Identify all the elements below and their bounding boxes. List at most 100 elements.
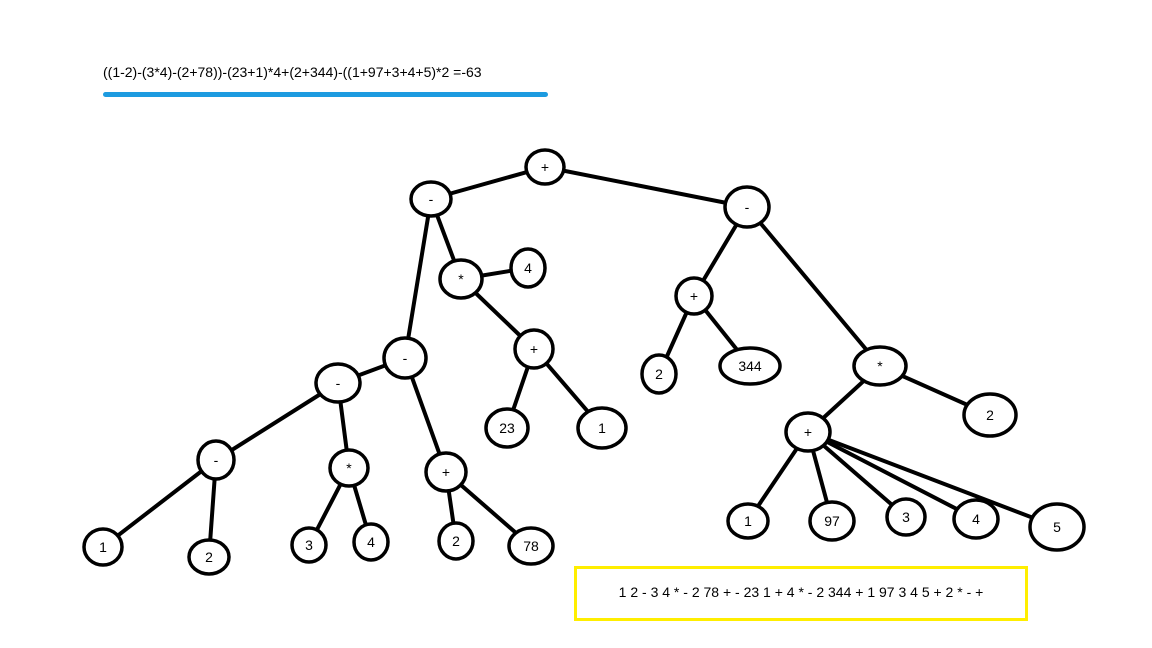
- tree-node-label: 4: [972, 511, 980, 527]
- tree-node-n1b: 1: [82, 527, 124, 567]
- tree-node-label: 4: [524, 260, 532, 276]
- tree-node-shape: [352, 522, 390, 562]
- tree-nodes: + - - * 4 +23 1 - - - 1 2 * 3 4 +2 78 +2 344 * 2 +1 97 3 4 5: [82, 148, 1086, 576]
- tree-edge-root-minus-r: [543, 165, 749, 209]
- tree-node-label: 1: [744, 513, 752, 529]
- tree-node-times-b: *: [328, 448, 370, 488]
- tree-node-shape: [1028, 502, 1086, 552]
- tree-node-label: 1: [99, 539, 107, 555]
- tree-node-label: -: [214, 452, 219, 468]
- tree-node-plus-b: +: [424, 451, 468, 493]
- tree-node-label: 1: [598, 420, 606, 436]
- tree-node-label: 78: [523, 538, 539, 554]
- tree-node-label: 2: [452, 533, 460, 549]
- tree-node-label: +: [442, 464, 450, 480]
- tree-node-label: *: [877, 358, 883, 374]
- tree-node-n3a: 3: [290, 526, 328, 564]
- tree-node-label: -: [429, 191, 434, 207]
- tree-node-label: +: [804, 424, 812, 440]
- tree-node-shape: [852, 345, 908, 387]
- tree-node-minus-r: -: [723, 185, 771, 229]
- tree-node-n2c: 2: [640, 353, 678, 395]
- tree-node-shape: [784, 411, 832, 453]
- tree-node-shape: [507, 526, 555, 566]
- tree-node-n23: 23: [484, 407, 530, 449]
- tree-node-label: 3: [902, 509, 910, 525]
- tree-node-shape: [952, 498, 1000, 540]
- tree-node-n1a: 1: [576, 406, 628, 450]
- tree-node-shape: [808, 500, 856, 542]
- tree-node-n2b: 2: [437, 521, 475, 561]
- tree-edge-minus-llll-n1b: [101, 458, 218, 549]
- tree-node-n4c: 4: [952, 498, 1000, 540]
- tree-node-n2d: 2: [962, 392, 1018, 438]
- tree-node-label: 2: [205, 549, 213, 565]
- tree-node-shape: [424, 451, 468, 493]
- tree-node-shape: [513, 328, 555, 370]
- tree-node-shape: [885, 497, 927, 537]
- tree-node-label: 3: [305, 537, 313, 553]
- postfix-text: 1 2 - 3 4 * - 2 78 + - 23 1 + 4 * - 2 34…: [618, 584, 984, 600]
- tree-node-label: 2: [655, 366, 663, 382]
- tree-node-shape: [674, 276, 714, 316]
- expression-underline: [103, 92, 548, 97]
- tree-node-root: +: [524, 148, 566, 186]
- tree-node-shape: [962, 392, 1018, 438]
- tree-node-shape: [196, 439, 236, 481]
- tree-node-n4b: 4: [352, 522, 390, 562]
- tree-node-shape: [82, 527, 124, 567]
- tree-node-shape: [524, 148, 566, 186]
- tree-node-n5: 5: [1028, 502, 1086, 552]
- tree-node-minus-lll: -: [314, 362, 362, 404]
- tree-node-n78: 78: [507, 526, 555, 566]
- tree-node-n344: 344: [718, 346, 782, 386]
- tree-node-shape: [187, 538, 231, 576]
- tree-node-shape: [382, 336, 428, 380]
- tree-node-label: *: [458, 271, 464, 287]
- tree-edge-minus-r-times-c: [745, 205, 882, 368]
- tree-node-label: +: [530, 341, 538, 357]
- tree-node-plus-a: +: [513, 328, 555, 370]
- tree-node-label: -: [336, 375, 341, 391]
- tree-node-shape: [409, 180, 453, 218]
- tree-edge-plus-d-n4c: [806, 430, 978, 521]
- tree-node-shape: [726, 502, 770, 540]
- expression-text: ((1-2)-(3*4)-(2+78))-(23+1)*4+(2+344)-((…: [103, 64, 482, 80]
- tree-node-shape: [328, 448, 370, 488]
- tree-node-minus-l: -: [409, 180, 453, 218]
- postfix-box: 1 2 - 3 4 * - 2 78 + - 23 1 + 4 * - 2 34…: [574, 566, 1028, 621]
- tree-node-label: 2: [986, 407, 994, 423]
- tree-node-label: 23: [499, 420, 515, 436]
- tree-edges: [101, 165, 1059, 559]
- tree-node-label: 4: [367, 534, 375, 550]
- tree-node-shape: [640, 353, 678, 395]
- tree-node-shape: [438, 258, 484, 300]
- tree-node-n3b: 3: [885, 497, 927, 537]
- tree-node-shape: [314, 362, 362, 404]
- tree-node-plus-d: +: [784, 411, 832, 453]
- tree-node-label: +: [690, 288, 698, 304]
- tree-node-shape: [437, 521, 475, 561]
- tree-node-n2a: 2: [187, 538, 231, 576]
- tree-node-plus-c: +: [674, 276, 714, 316]
- tree-node-label: -: [745, 199, 750, 215]
- tree-node-n1c: 1: [726, 502, 770, 540]
- tree-node-shape: [723, 185, 771, 229]
- tree-node-shape: [509, 247, 547, 289]
- tree-node-times-c: *: [852, 345, 908, 387]
- tree-node-shape: [290, 526, 328, 564]
- tree-node-shape: [718, 346, 782, 386]
- tree-node-label: 344: [738, 358, 762, 374]
- tree-edge-minus-lll-minus-llll: [214, 381, 340, 462]
- tree-edge-minus-l-minus-ll: [403, 197, 433, 360]
- tree-node-label: 5: [1053, 519, 1061, 535]
- tree-node-n97: 97: [808, 500, 856, 542]
- tree-node-four-a: 4: [509, 247, 547, 289]
- tree-node-label: +: [541, 159, 549, 175]
- tree-node-label: -: [403, 350, 408, 366]
- tree-node-times-a: *: [438, 258, 484, 300]
- tree-node-shape: [484, 407, 530, 449]
- tree-edge-plus-d-n5: [806, 430, 1059, 529]
- tree-node-minus-ll: -: [382, 336, 428, 380]
